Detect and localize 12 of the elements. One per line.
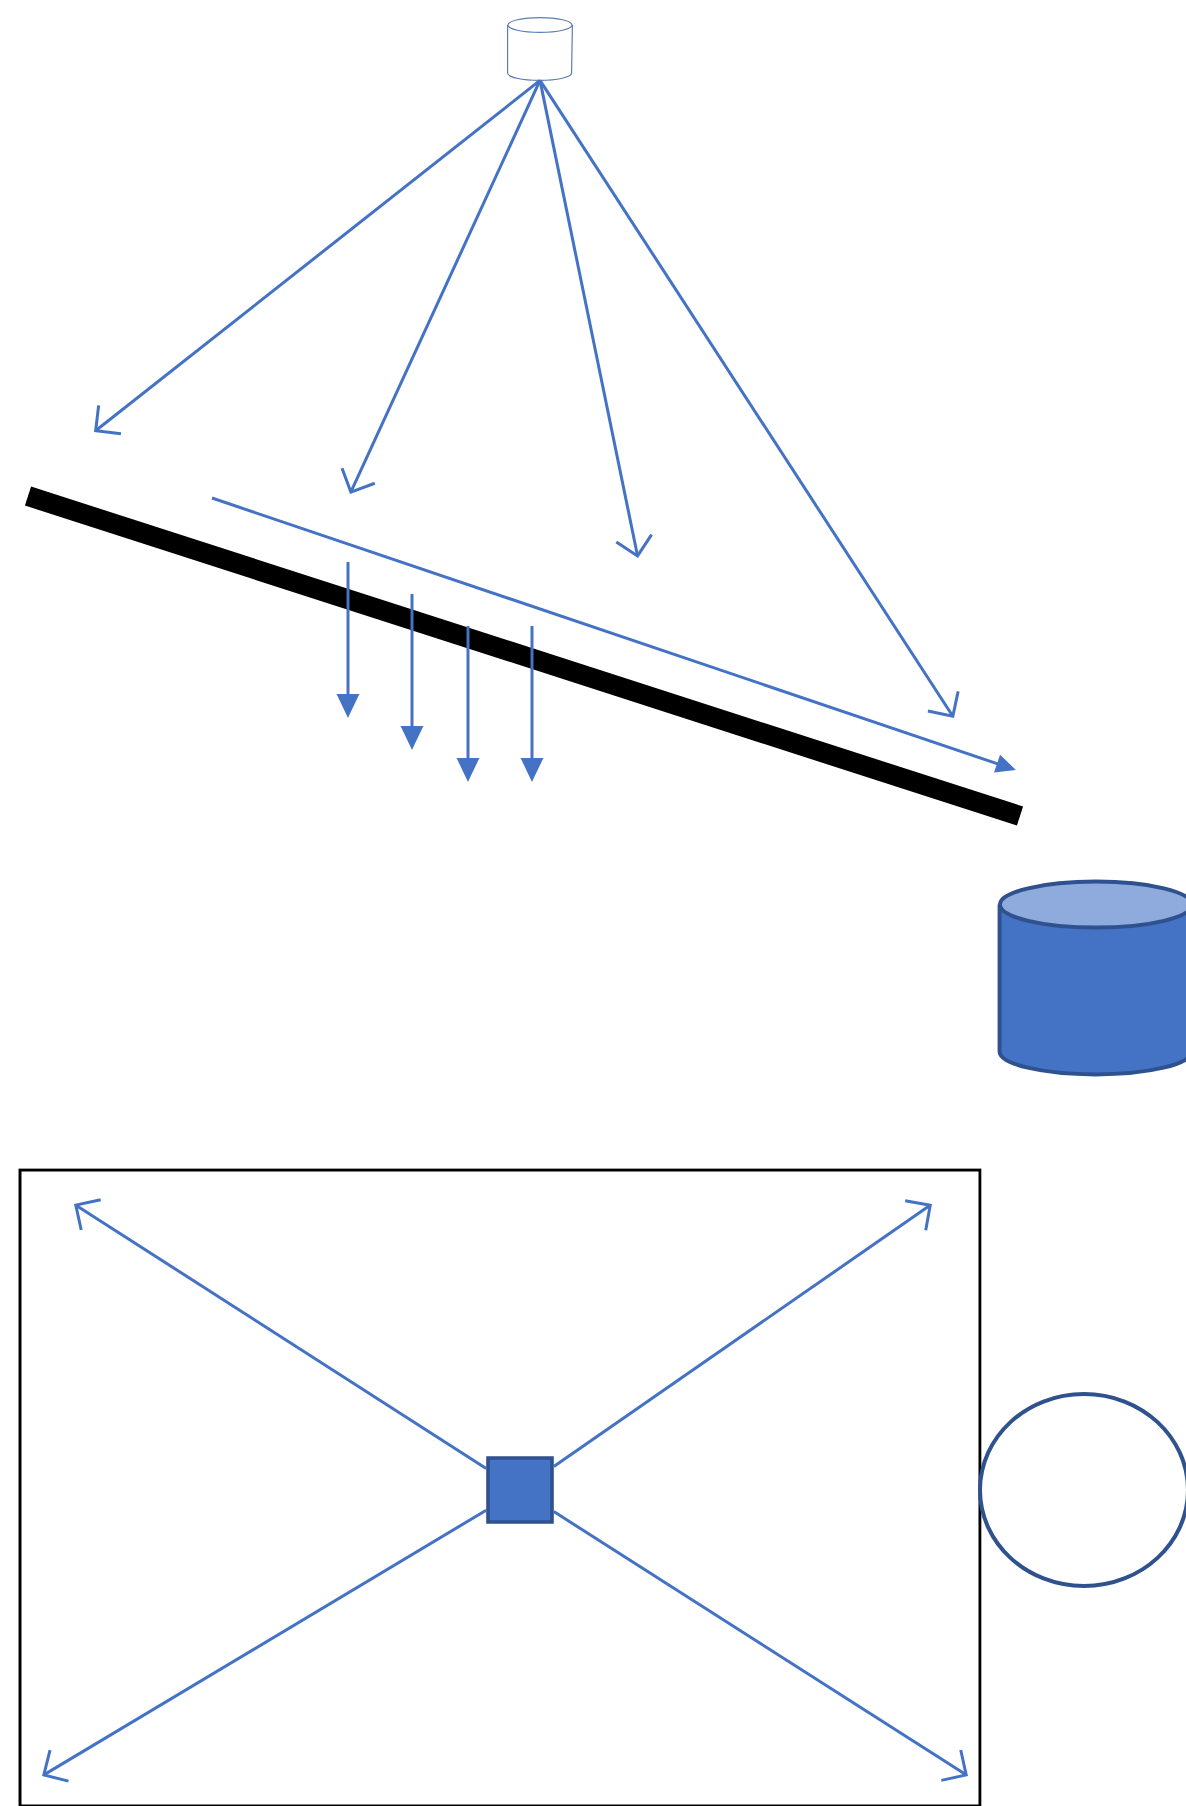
arrow (340, 79, 542, 494)
arrow (538, 79, 960, 718)
cylinder (507, 17, 573, 81)
cylinder (997, 879, 1186, 1077)
arrow (74, 1198, 487, 1470)
frame-box (18, 1168, 982, 1806)
arrow (538, 80, 653, 558)
arrow (42, 1508, 487, 1783)
arrow (94, 79, 541, 436)
square (486, 1456, 554, 1524)
arrow (552, 1199, 932, 1468)
arrow (553, 1510, 968, 1782)
